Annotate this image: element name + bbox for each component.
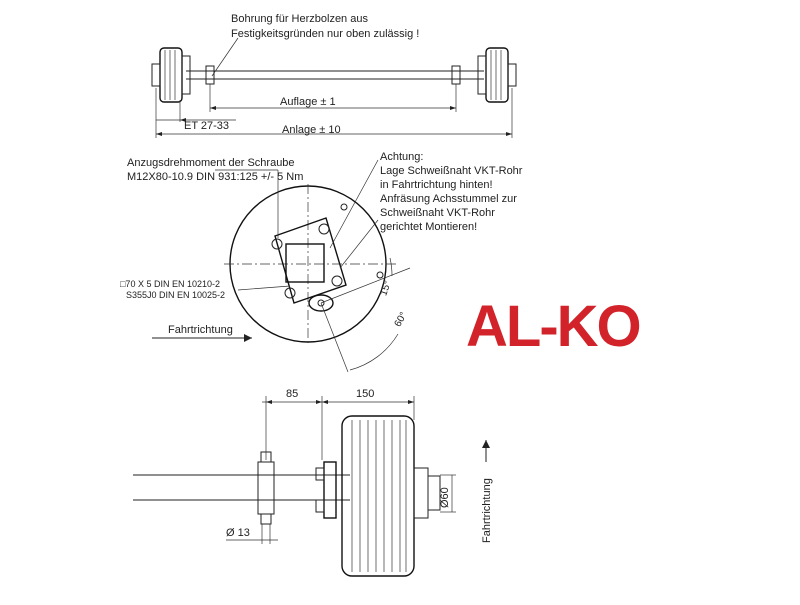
angle-15-label: 15° <box>378 279 394 297</box>
drum-ribs <box>351 420 407 572</box>
note-herzbolzen-line2: Festigkeitsgründen nur oben zulässig ! <box>231 28 419 40</box>
caution-line-4: Schweißnaht VKT-Rohr <box>380 207 495 219</box>
dim-auflage-label: Auflage ± 1 <box>280 96 336 108</box>
dim-et-label: ET 27-33 <box>184 120 229 132</box>
dim-150-label: 150 <box>356 388 374 400</box>
torque-label-line1: Anzugsdrehmoment der Schraube <box>127 157 295 169</box>
alko-logo: AL-KO <box>466 294 642 359</box>
caution-line-2: in Fahrtrichtung hinten! <box>380 179 493 191</box>
dim-d13-label: Ø 13 <box>226 527 250 539</box>
side-view: 85 150 Ø 13 Ø60 Fahrtrichtung <box>133 388 493 577</box>
note-herzbolzen-line1: Bohrung für Herzbolzen aus <box>231 13 368 25</box>
flange-view: Anzugsdrehmoment der Schraube M12X80-10.… <box>120 151 523 373</box>
caution-line-5: gerichtet Montieren! <box>380 221 477 233</box>
torque-label-line2: M12X80-10.9 DIN 931:125 +/- 5 Nm <box>127 171 303 183</box>
dim-anlage-label: Anlage ± 10 <box>282 124 341 136</box>
logo-text: AL-KO <box>466 294 640 359</box>
dim-d60-label: Ø60 <box>439 487 451 508</box>
fahrtrichtung-label-side: Fahrtrichtung <box>481 478 493 543</box>
caution-line-0: Achtung: <box>380 151 423 163</box>
tube-spec-line1: □70 X 5 DIN EN 10210-2 <box>120 279 220 289</box>
axle-top-view: Bohrung für Herzbolzen aus Festigkeitsgr… <box>151 13 517 138</box>
fahrtrichtung-label-flange: Fahrtrichtung <box>168 324 233 336</box>
caution-line-3: Anfräsung Achsstummel zur <box>380 193 517 205</box>
angle-60-label: 60° <box>393 310 410 329</box>
caution-line-1: Lage Schweißnaht VKT-Rohr <box>380 165 523 177</box>
dim-85-label: 85 <box>286 388 298 400</box>
tube-spec-line2: S355J0 DIN EN 10025-2 <box>126 290 225 300</box>
